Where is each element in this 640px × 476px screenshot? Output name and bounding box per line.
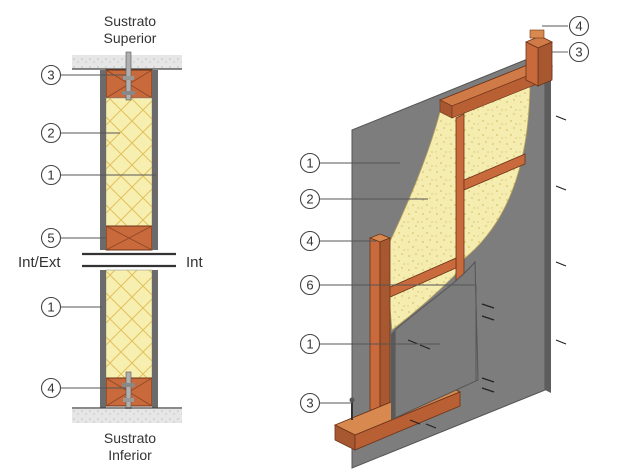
floor-separator: [82, 252, 176, 268]
bottom-substrate-label-2: Inferior: [108, 447, 152, 463]
iso-callout-1-lower: 1: [299, 333, 321, 355]
iso-callout-3-bottom: 3: [299, 392, 321, 414]
upper-insulation: [105, 97, 153, 227]
svg-text:1: 1: [47, 300, 54, 315]
svg-text:2: 2: [47, 126, 54, 141]
iso-callout-3-top: 3: [568, 41, 590, 63]
svg-text:2: 2: [306, 192, 313, 207]
svg-text:4: 4: [306, 234, 313, 249]
section-callout-1-lower: 1: [40, 296, 62, 318]
section-callout-2: 2: [40, 122, 62, 144]
iso-callout-4-top: 4: [568, 15, 590, 37]
svg-text:1: 1: [306, 156, 313, 171]
iso-blocking-upper: [463, 153, 526, 191]
section-callout-5: 5: [40, 227, 62, 249]
iso-callout-2: 2: [299, 188, 321, 210]
svg-text:3: 3: [47, 68, 54, 83]
lower-board-right: [152, 270, 158, 408]
iso-callout-6: 6: [299, 274, 321, 296]
lower-board-left: [100, 270, 106, 408]
svg-text:1: 1: [306, 337, 313, 352]
iso-callout-1-upper: 1: [299, 152, 321, 174]
back-board-edge: [545, 52, 551, 393]
svg-text:6: 6: [306, 278, 313, 293]
bottom-substrate: [72, 409, 182, 423]
svg-text:4: 4: [47, 381, 54, 396]
svg-text:5: 5: [47, 231, 54, 246]
lower-insulation: [105, 269, 153, 379]
int-ext-label: Int/Ext: [18, 254, 61, 271]
svg-text:3: 3: [575, 45, 582, 60]
section-view: Sustrato Superior Sustrato Inferior Int/…: [18, 13, 204, 463]
svg-text:1: 1: [47, 168, 54, 183]
svg-text:3: 3: [306, 396, 313, 411]
svg-text:4: 4: [575, 19, 582, 34]
screws: [407, 115, 567, 429]
int-label: Int: [186, 254, 204, 271]
top-substrate-label-1: Sustrato: [104, 13, 156, 29]
upper-board-right: [152, 70, 158, 250]
upper-wall: [100, 51, 158, 251]
top-substrate-label-2: Superior: [104, 30, 157, 46]
section-callout-1-upper: 1: [40, 164, 62, 186]
iso-middle-stud: [455, 113, 465, 295]
bottom-substrate-label-1: Sustrato: [104, 430, 156, 446]
lower-wall: [100, 269, 158, 421]
section-callout-4: 4: [40, 377, 62, 399]
upper-board-left: [100, 70, 106, 250]
iso-callout-4: 4: [299, 230, 321, 252]
section-callout-3: 3: [40, 64, 62, 86]
isometric-view: 4 3 1 2 4 6 1 3: [299, 15, 590, 469]
